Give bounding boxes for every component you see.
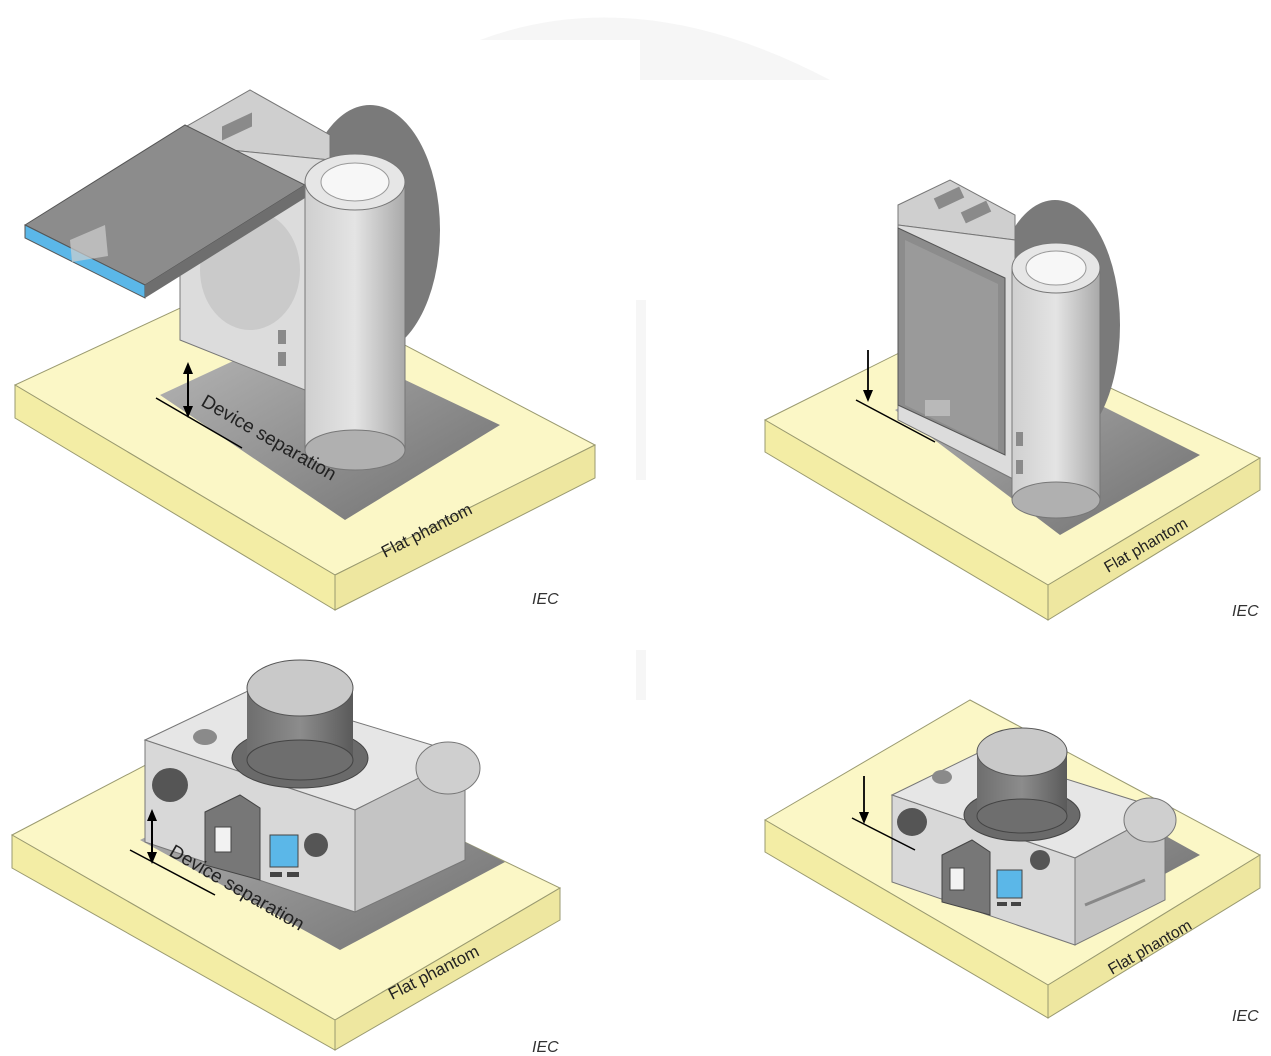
- zero-separation-marker: [855, 350, 936, 443]
- panel-bottom-right: Flat phantom IEC: [764, 699, 1262, 1025]
- iec-mark: IEC: [1232, 603, 1259, 620]
- cylinder-tube: [304, 153, 406, 471]
- background-watermark: [480, 17, 830, 700]
- cylinder-lens: [963, 727, 1081, 842]
- front-panel: [941, 839, 1023, 916]
- detector-plate: [897, 227, 1006, 456]
- device-separation-marker: [155, 362, 243, 449]
- iec-mark: IEC: [532, 591, 559, 608]
- device-separation-marker: [129, 809, 216, 896]
- iec-mark: IEC: [1232, 1008, 1259, 1025]
- panel-top-right: Flat phantom IEC: [763, 179, 1262, 621]
- front-panel: [204, 794, 299, 881]
- cylinder-tube: [1011, 242, 1101, 519]
- panel-bottom-left: Device separation Flat phantom IEC: [10, 659, 562, 1056]
- panel-top-left: Device separation Flat phantom IEC: [13, 89, 597, 611]
- detector-plate: [23, 124, 307, 299]
- cylinder-lens: [231, 659, 369, 789]
- iec-mark: IEC: [532, 1039, 559, 1056]
- zero-separation-marker: [851, 776, 916, 851]
